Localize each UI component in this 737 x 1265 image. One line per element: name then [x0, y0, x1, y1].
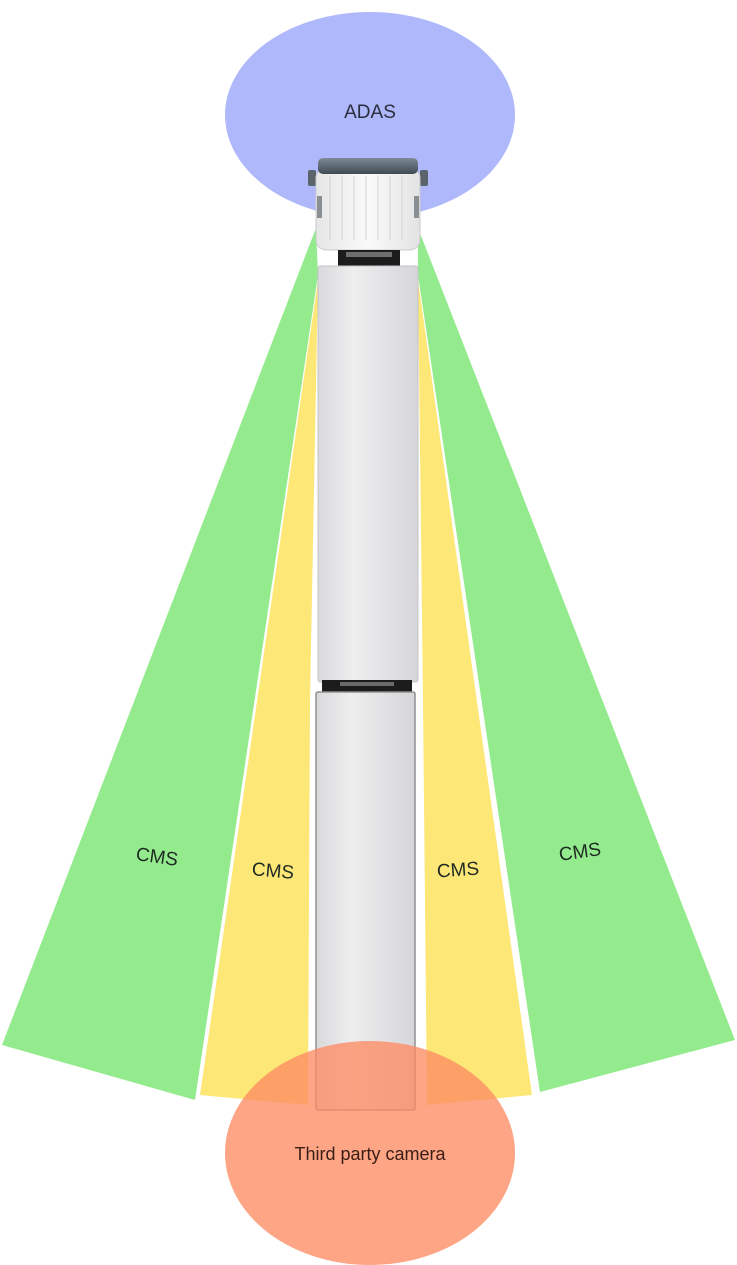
cms-inner-left-zone	[200, 280, 318, 1105]
truck	[308, 158, 428, 1111]
cms-inner-right-label: CMS	[436, 859, 480, 883]
cms-inner-left-label: CMS	[251, 859, 295, 884]
adas-label: ADAS	[344, 102, 396, 123]
cms-inner-right-zone	[418, 280, 532, 1105]
truck-trailer-front	[317, 265, 419, 683]
truck-cab	[308, 158, 428, 266]
third-party-camera-zone	[225, 1041, 515, 1265]
cms-outer-left-zone	[2, 228, 318, 1100]
cms-outer-right-zone	[418, 228, 735, 1092]
third-party-camera-label: Third party camera	[294, 1144, 446, 1164]
adas-zone	[225, 12, 515, 218]
